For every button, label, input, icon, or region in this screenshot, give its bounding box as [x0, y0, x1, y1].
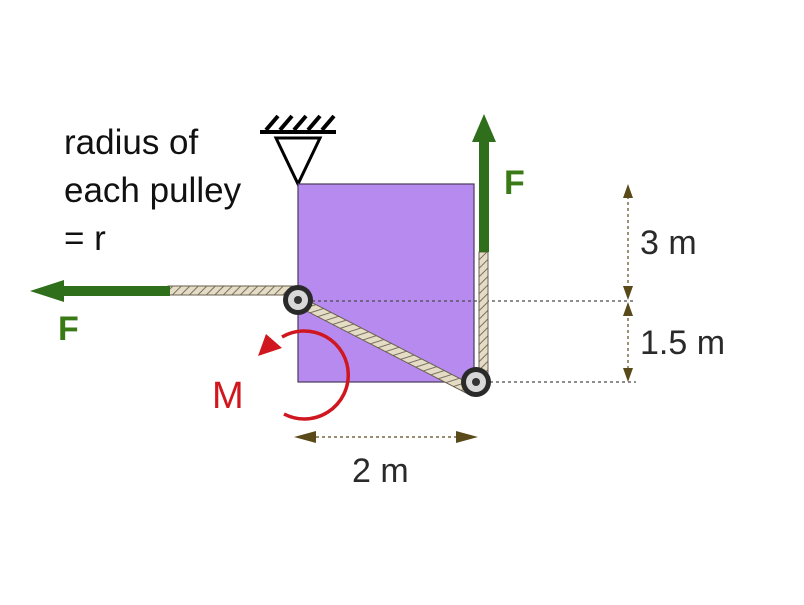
reference-lines — [300, 300, 636, 383]
moment-label: M — [212, 375, 244, 417]
note-line-3: = r — [64, 219, 106, 258]
moment-arc — [258, 329, 351, 421]
dimension-horizontal — [294, 431, 478, 443]
dimension-label-3m: 3 m — [640, 224, 697, 262]
ground-support — [260, 114, 336, 134]
dimension-label-1-5m: 1.5 m — [640, 324, 725, 362]
pulley-right — [461, 367, 491, 397]
dimension-label-2m: 2 m — [352, 452, 409, 490]
rope-right — [478, 251, 489, 383]
rope-left — [167, 285, 299, 296]
note-line-2: each pulley — [64, 171, 242, 210]
dimension-vertical-heads — [623, 184, 633, 382]
force-label-top: F — [504, 164, 525, 202]
note-line-1: radius of — [64, 123, 199, 162]
pulley-left — [283, 285, 313, 315]
force-arrow-left — [30, 280, 170, 302]
rigid-block — [297, 183, 475, 383]
pin-support-triangle — [273, 136, 323, 188]
force-label-left: F — [58, 310, 79, 348]
force-arrow-up — [472, 114, 496, 252]
